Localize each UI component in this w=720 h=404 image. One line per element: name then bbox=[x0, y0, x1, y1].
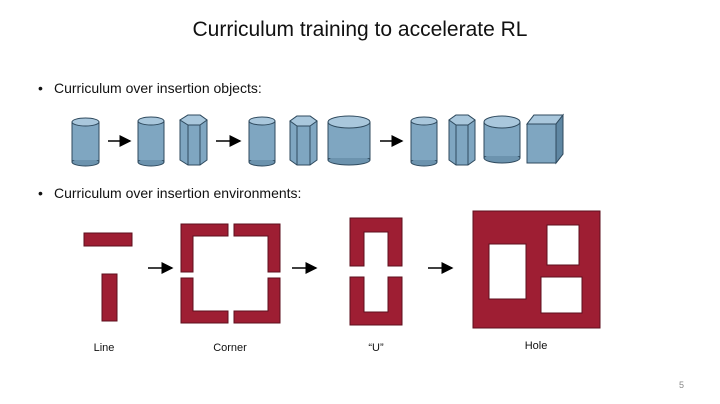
slide-title: Curriculum training to accelerate RL bbox=[192, 18, 528, 41]
hexagonal-prism-3 bbox=[448, 114, 476, 166]
hexagonal-prism-2 bbox=[289, 115, 318, 166]
bullet-environments: • Curriculum over insertion environments: bbox=[38, 185, 301, 201]
page-number: 5 bbox=[678, 380, 684, 390]
env-hole bbox=[472, 210, 601, 329]
bullet-dot: • bbox=[38, 185, 43, 201]
cylinder-large-2 bbox=[483, 115, 521, 164]
label-line: Line bbox=[93, 342, 115, 354]
env-line bbox=[83, 232, 133, 322]
cylinder-small-4 bbox=[410, 116, 438, 167]
cylinder-small-3 bbox=[248, 116, 276, 167]
label-u: “U” bbox=[368, 342, 384, 354]
hexagonal-prism-1 bbox=[179, 114, 208, 166]
bullet-objects-text: Curriculum over insertion objects: bbox=[54, 80, 262, 96]
label-corner: Corner bbox=[213, 342, 247, 354]
env-corner bbox=[180, 223, 281, 324]
label-hole: Hole bbox=[524, 340, 548, 352]
cylinder-small-1 bbox=[71, 117, 100, 167]
cylinder-large-1 bbox=[327, 115, 371, 166]
bullet-environments-text: Curriculum over insertion environments: bbox=[54, 185, 302, 201]
bullet-objects: • Curriculum over insertion objects: bbox=[38, 80, 262, 96]
env-u-shape bbox=[349, 217, 403, 326]
cylinder-small-2 bbox=[137, 116, 165, 167]
bullet-dot: • bbox=[38, 80, 43, 96]
cube bbox=[525, 113, 565, 165]
